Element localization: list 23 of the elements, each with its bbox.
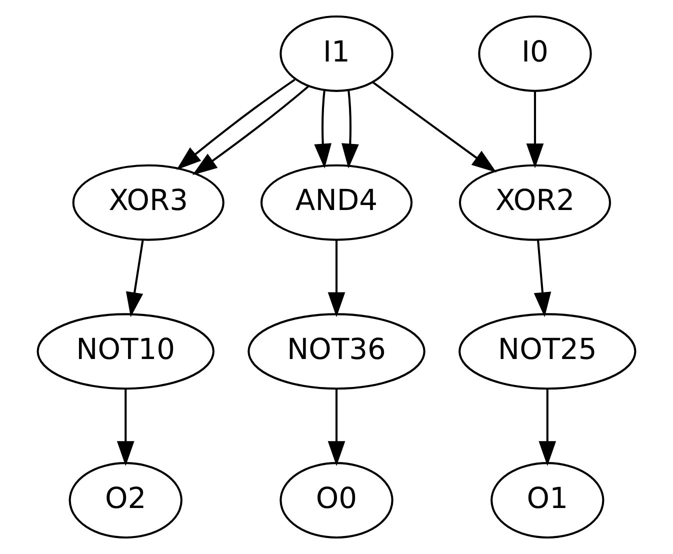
arrow: [116, 389, 134, 466]
node-ellipse: NOT25: [458, 313, 636, 390]
arrow: [192, 86, 309, 176]
arrow: [176, 78, 296, 170]
arrow: [314, 90, 332, 169]
node-ellipse: O1: [490, 462, 604, 539]
arrow: [328, 389, 346, 466]
node-ellipse: XOR2: [458, 164, 612, 241]
node-ellipse: NOT10: [36, 313, 214, 390]
node-ellipse: AND4: [260, 164, 413, 241]
node-ellipse: O2: [68, 462, 182, 539]
node-ellipse: I1: [280, 15, 394, 92]
node-ellipse: O0: [280, 462, 394, 539]
node-ellipse: I0: [478, 15, 592, 92]
arrow: [372, 81, 497, 172]
node-ellipse: XOR3: [72, 164, 224, 241]
arrow: [526, 92, 544, 168]
arrow: [126, 240, 144, 318]
arrow: [538, 389, 556, 466]
arrow: [342, 90, 359, 169]
node-ellipse: NOT36: [248, 313, 426, 390]
arrow: [534, 240, 552, 318]
arrow: [328, 240, 346, 318]
